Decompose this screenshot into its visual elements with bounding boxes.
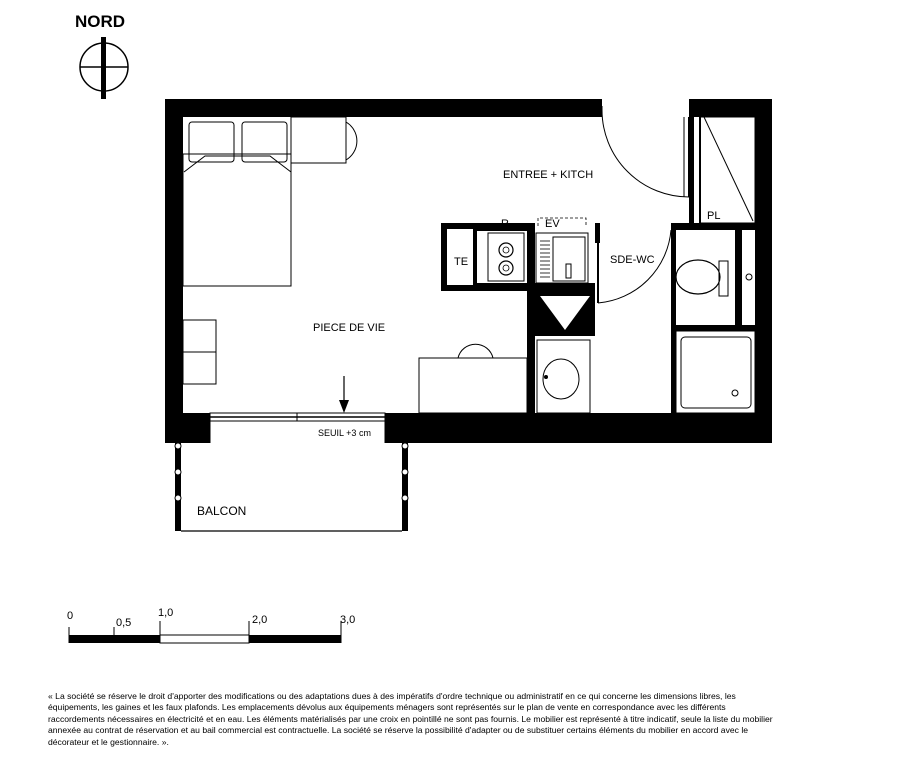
disclaimer-line: équipements, les gaines et les faux plaf… — [48, 702, 726, 713]
label-balcon: BALCON — [197, 504, 246, 518]
seuil-arrow-head — [339, 400, 349, 413]
pillow-right — [241, 121, 288, 163]
sink-drainer — [540, 240, 550, 278]
disclaimer-line: « La société se réserve le droit d'appor… — [48, 691, 736, 701]
scale-segment-3 — [249, 635, 341, 643]
label-piece: PIECE DE VIE — [313, 322, 385, 334]
scale-label-1: 1,0 — [158, 607, 173, 619]
bed-cover-fold — [183, 155, 292, 173]
scale-segment-2 — [159, 634, 250, 644]
furniture — [182, 116, 528, 414]
kitchen: R EV TE — [454, 217, 589, 284]
cooktop-burner-2 — [498, 260, 514, 276]
washbasin-tap — [544, 375, 548, 379]
wall-bottom-left — [165, 413, 210, 443]
washbasin-unit — [536, 339, 591, 414]
compass-north-arrow — [101, 37, 106, 99]
disclaimer-line: raccordements nécessaires en électricité… — [48, 713, 773, 724]
partition-wc-right — [735, 230, 742, 327]
kitchen-counter-bottom — [475, 283, 535, 291]
desk-chair — [345, 121, 358, 161]
balcony: BALCON — [174, 421, 409, 532]
cooktop-burner-1-inner — [502, 246, 510, 254]
exterior-walls — [165, 99, 772, 443]
scale-label-05: 0,5 — [116, 617, 131, 629]
table-chair — [457, 343, 494, 359]
wc-tank — [718, 260, 729, 297]
interior-partitions — [441, 223, 755, 413]
partition-sde-left — [671, 230, 676, 413]
wall-top-left — [165, 99, 602, 117]
wc — [675, 259, 753, 297]
scale-bar: 0 0,5 1,0 2,0 3,0 — [67, 607, 355, 644]
table — [418, 357, 528, 414]
shower-tray-outer — [675, 330, 756, 414]
wall-top-right — [689, 99, 772, 117]
desk — [290, 116, 347, 164]
scale-segment-1 — [69, 635, 160, 643]
sde-door[interactable] — [597, 223, 672, 304]
cooktop — [487, 232, 525, 282]
label-evier: EV — [545, 218, 560, 230]
scale-label-3: 3,0 — [340, 614, 355, 626]
compass-label: NORD — [75, 12, 125, 31]
shower-tray — [680, 336, 752, 409]
legal-disclaimer: « La société se réserve le droit d'appor… — [48, 691, 848, 748]
kitchen-counter-top — [475, 223, 535, 231]
partition-kitchen-sde — [527, 223, 535, 413]
bed — [182, 153, 292, 287]
wc-bowl — [675, 259, 721, 295]
disclaimer-line: annexée au contrat de réservation et au … — [48, 725, 749, 736]
sink-counter-bottom — [535, 283, 595, 291]
label-placard: PL — [707, 210, 720, 222]
label-seuil: SEUIL +3 cm — [318, 428, 371, 438]
wall-entry-jamb — [689, 99, 694, 223]
balcony-rail-left — [175, 443, 181, 531]
washbasin — [542, 358, 580, 400]
label-entree: ENTREE + KITCH — [503, 169, 593, 181]
service-area — [535, 291, 595, 414]
shower-drain — [731, 389, 739, 397]
disclaimer-line: décorateur et le gestionnaire. ». — [48, 736, 169, 747]
pillow-left — [188, 121, 235, 163]
label-sde: SDE-WC — [610, 254, 655, 266]
sink-basin — [552, 236, 586, 282]
wall-right — [755, 99, 772, 443]
sink-drain — [565, 263, 572, 279]
entry-door[interactable] — [601, 106, 690, 198]
ev-hood-dashed — [537, 217, 587, 226]
label-frigo: R — [501, 218, 509, 230]
te-cabinet — [447, 229, 473, 285]
wall-left — [165, 99, 183, 416]
shower — [675, 330, 756, 414]
entry-door-swing — [601, 109, 690, 198]
balcony-posts — [174, 442, 409, 502]
sink-unit — [535, 232, 589, 284]
north-compass: NORD — [75, 12, 129, 99]
sde-door-swing — [597, 229, 672, 304]
balcony-rail-right — [402, 443, 408, 531]
wall-bottom-right — [385, 413, 772, 443]
placard: PL — [699, 116, 756, 224]
cooktop-burner-2-inner — [502, 264, 510, 272]
placard-diagonal — [703, 116, 754, 222]
label-te: TE — [454, 256, 468, 268]
partition-sde-top — [671, 223, 755, 230]
cooktop-burner-1 — [498, 242, 514, 258]
scale-label-2: 2,0 — [252, 614, 267, 626]
wc-flush — [745, 273, 753, 281]
scale-label-0: 0 — [67, 610, 73, 622]
gaine-triangle — [540, 296, 590, 330]
balcony-window[interactable]: SEUIL +3 cm — [209, 376, 386, 438]
partition-shower-top — [671, 325, 755, 331]
